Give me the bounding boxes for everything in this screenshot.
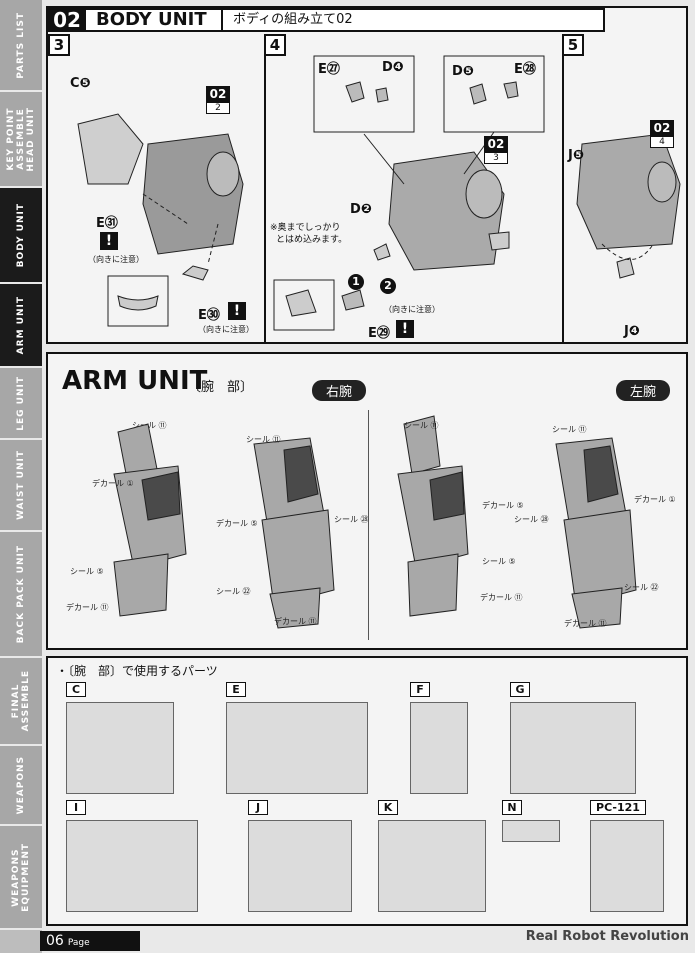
callout: デカール ① [92,479,134,488]
runner-e [226,702,368,794]
runner-pc121 [590,820,664,912]
label-j4: J❹ [624,324,640,339]
sidebar-tab-final-assemble[interactable]: FINAL ASSEMBLE [0,658,42,746]
callout: シール ㉒ [216,587,251,596]
label-d4: D❹ [382,60,404,75]
sidebar-tab-back-pack-unit[interactable]: BACK PACK UNIT [0,532,42,658]
sidebar-tab-arm-unit[interactable]: ARM UNIT [0,284,42,368]
label-e29: E㉙ [368,326,390,341]
runner-label-i: I [66,800,86,815]
runner-label-pc121: PC-121 [590,800,646,815]
step-5-panel: 5 J❺ 02 4 J❹ [562,34,686,342]
sidebar-tab-key-point[interactable]: KEY POINT ASSEMBLE HEAD UNIT [0,92,42,188]
label-e28: E㉘ [514,62,536,77]
callout: デカール ⑤ [482,501,524,510]
step-4-panel: 4 E㉗ D❹ D❺ E㉘ [264,34,564,342]
brand-footer: Real Robot Revolution [525,929,689,944]
step-3-illustration [77,113,244,327]
sidebar-tab-weapons-equipment[interactable]: WEAPONS EQUIPMENT [0,826,42,930]
right-arm-badge: 右腕 [312,380,367,401]
section-title: BODY UNIT [86,8,223,32]
callout: デカール ⑪ [274,617,317,626]
callout: デカール ① [634,495,676,504]
warning-icon: ! [100,232,118,250]
assembly-note: ※奥までしっかり [270,223,341,233]
orientation-note: （向きに注意） [88,255,144,264]
label-c5: C❺ [70,76,91,91]
callout: デカール ⑪ [66,603,109,612]
step-number: 3 [48,34,70,56]
orientation-note: （向きに注意） [198,325,254,334]
sidebar-nav: PARTS LIST KEY POINT ASSEMBLE HEAD UNIT … [0,0,42,953]
section-header: 02 BODY UNIT ボディの組み立て02 [48,8,648,32]
arm-unit-panel: ARM UNIT 〔腕 部〕 右腕 左腕 [46,352,688,650]
runner-label-g: G [510,682,530,697]
warning-icon: ! [396,320,414,338]
arm-unit-title: ARM UNIT [62,366,208,396]
runner-k [378,820,486,912]
body-unit-panel: 02 BODY UNIT ボディの組み立て02 3 C❺ 02 2 E㉛ [46,6,688,344]
callout: シール ㉘ [334,515,369,524]
ref-box: 02 4 [650,120,674,148]
runner-label-c: C [66,682,86,697]
warning-icon: ! [228,302,246,320]
step-5-illustration [576,133,681,279]
callout: シール ㉒ [624,583,659,592]
runner-g [510,702,636,794]
sidebar-tab-body-unit[interactable]: BODY UNIT [0,188,42,284]
callout: シール ㉘ [514,515,549,524]
step-number: 4 [264,34,286,56]
ref-box: 02 3 [484,136,508,164]
label-e27: E㉗ [318,62,340,77]
parts-used-title: ・〔腕 部〕で使用するパーツ [56,664,218,678]
label-d5: D❺ [452,64,474,79]
sidebar-tab-parts-list[interactable]: PARTS LIST [0,0,42,92]
ref-box: 02 2 [206,86,230,114]
runner-label-k: K [378,800,398,815]
step-arrow-2: 2 [380,278,396,294]
callout: シール ⑪ [246,435,281,444]
assembly-note: とはめ込みます。 [276,235,348,245]
arm-illustration [113,415,637,629]
runner-i [66,820,198,912]
runner-c [66,702,174,794]
step-3-panel: 3 C❺ 02 2 E㉛ ! （向きに注意） E㉚ ! （向きに注意） [48,34,266,342]
runner-f [410,702,468,794]
step-arrow-1: 1 [348,274,364,290]
sidebar-tab-leg-unit[interactable]: LEG UNIT [0,368,42,440]
label-e31: E㉛ [96,216,118,231]
divider [368,410,369,640]
label-d2: D❷ [350,202,372,217]
label-e30: E㉚ [198,308,220,323]
callout: シール ⑤ [482,557,516,566]
step-number: 5 [562,34,584,56]
callout: シール ⑪ [132,421,167,430]
callout: デカール ⑪ [564,619,607,628]
callout: シール ⑪ [552,425,587,434]
parts-used-panel: ・〔腕 部〕で使用するパーツ C E F G I J K N PC-121 [46,656,688,926]
page-main: 02 BODY UNIT ボディの組み立て02 3 C❺ 02 2 E㉛ [46,6,688,926]
section-number: 02 [48,8,86,32]
label-j5: J❺ [568,148,584,163]
runner-label-n: N [502,800,522,815]
runner-label-j: J [248,800,268,815]
arm-unit-subtitle: 〔腕 部〕 [188,380,254,395]
runner-label-e: E [226,682,246,697]
sidebar-tab-weapons[interactable]: WEAPONS [0,746,42,826]
callout: シール ⑪ [404,421,439,430]
callout: デカール ⑤ [216,519,258,528]
left-arm-badge: 左腕 [616,380,671,401]
step-4-illustration [273,55,545,331]
runner-j [248,820,352,912]
runner-label-f: F [410,682,430,697]
sidebar-tab-waist-unit[interactable]: WAIST UNIT [0,440,42,532]
runner-n [502,820,560,842]
section-jp-title: ボディの組み立て02 [223,8,605,32]
callout: シール ⑤ [70,567,104,576]
orientation-note: （向きに注意） [384,305,440,314]
callout: デカール ⑪ [480,593,523,602]
